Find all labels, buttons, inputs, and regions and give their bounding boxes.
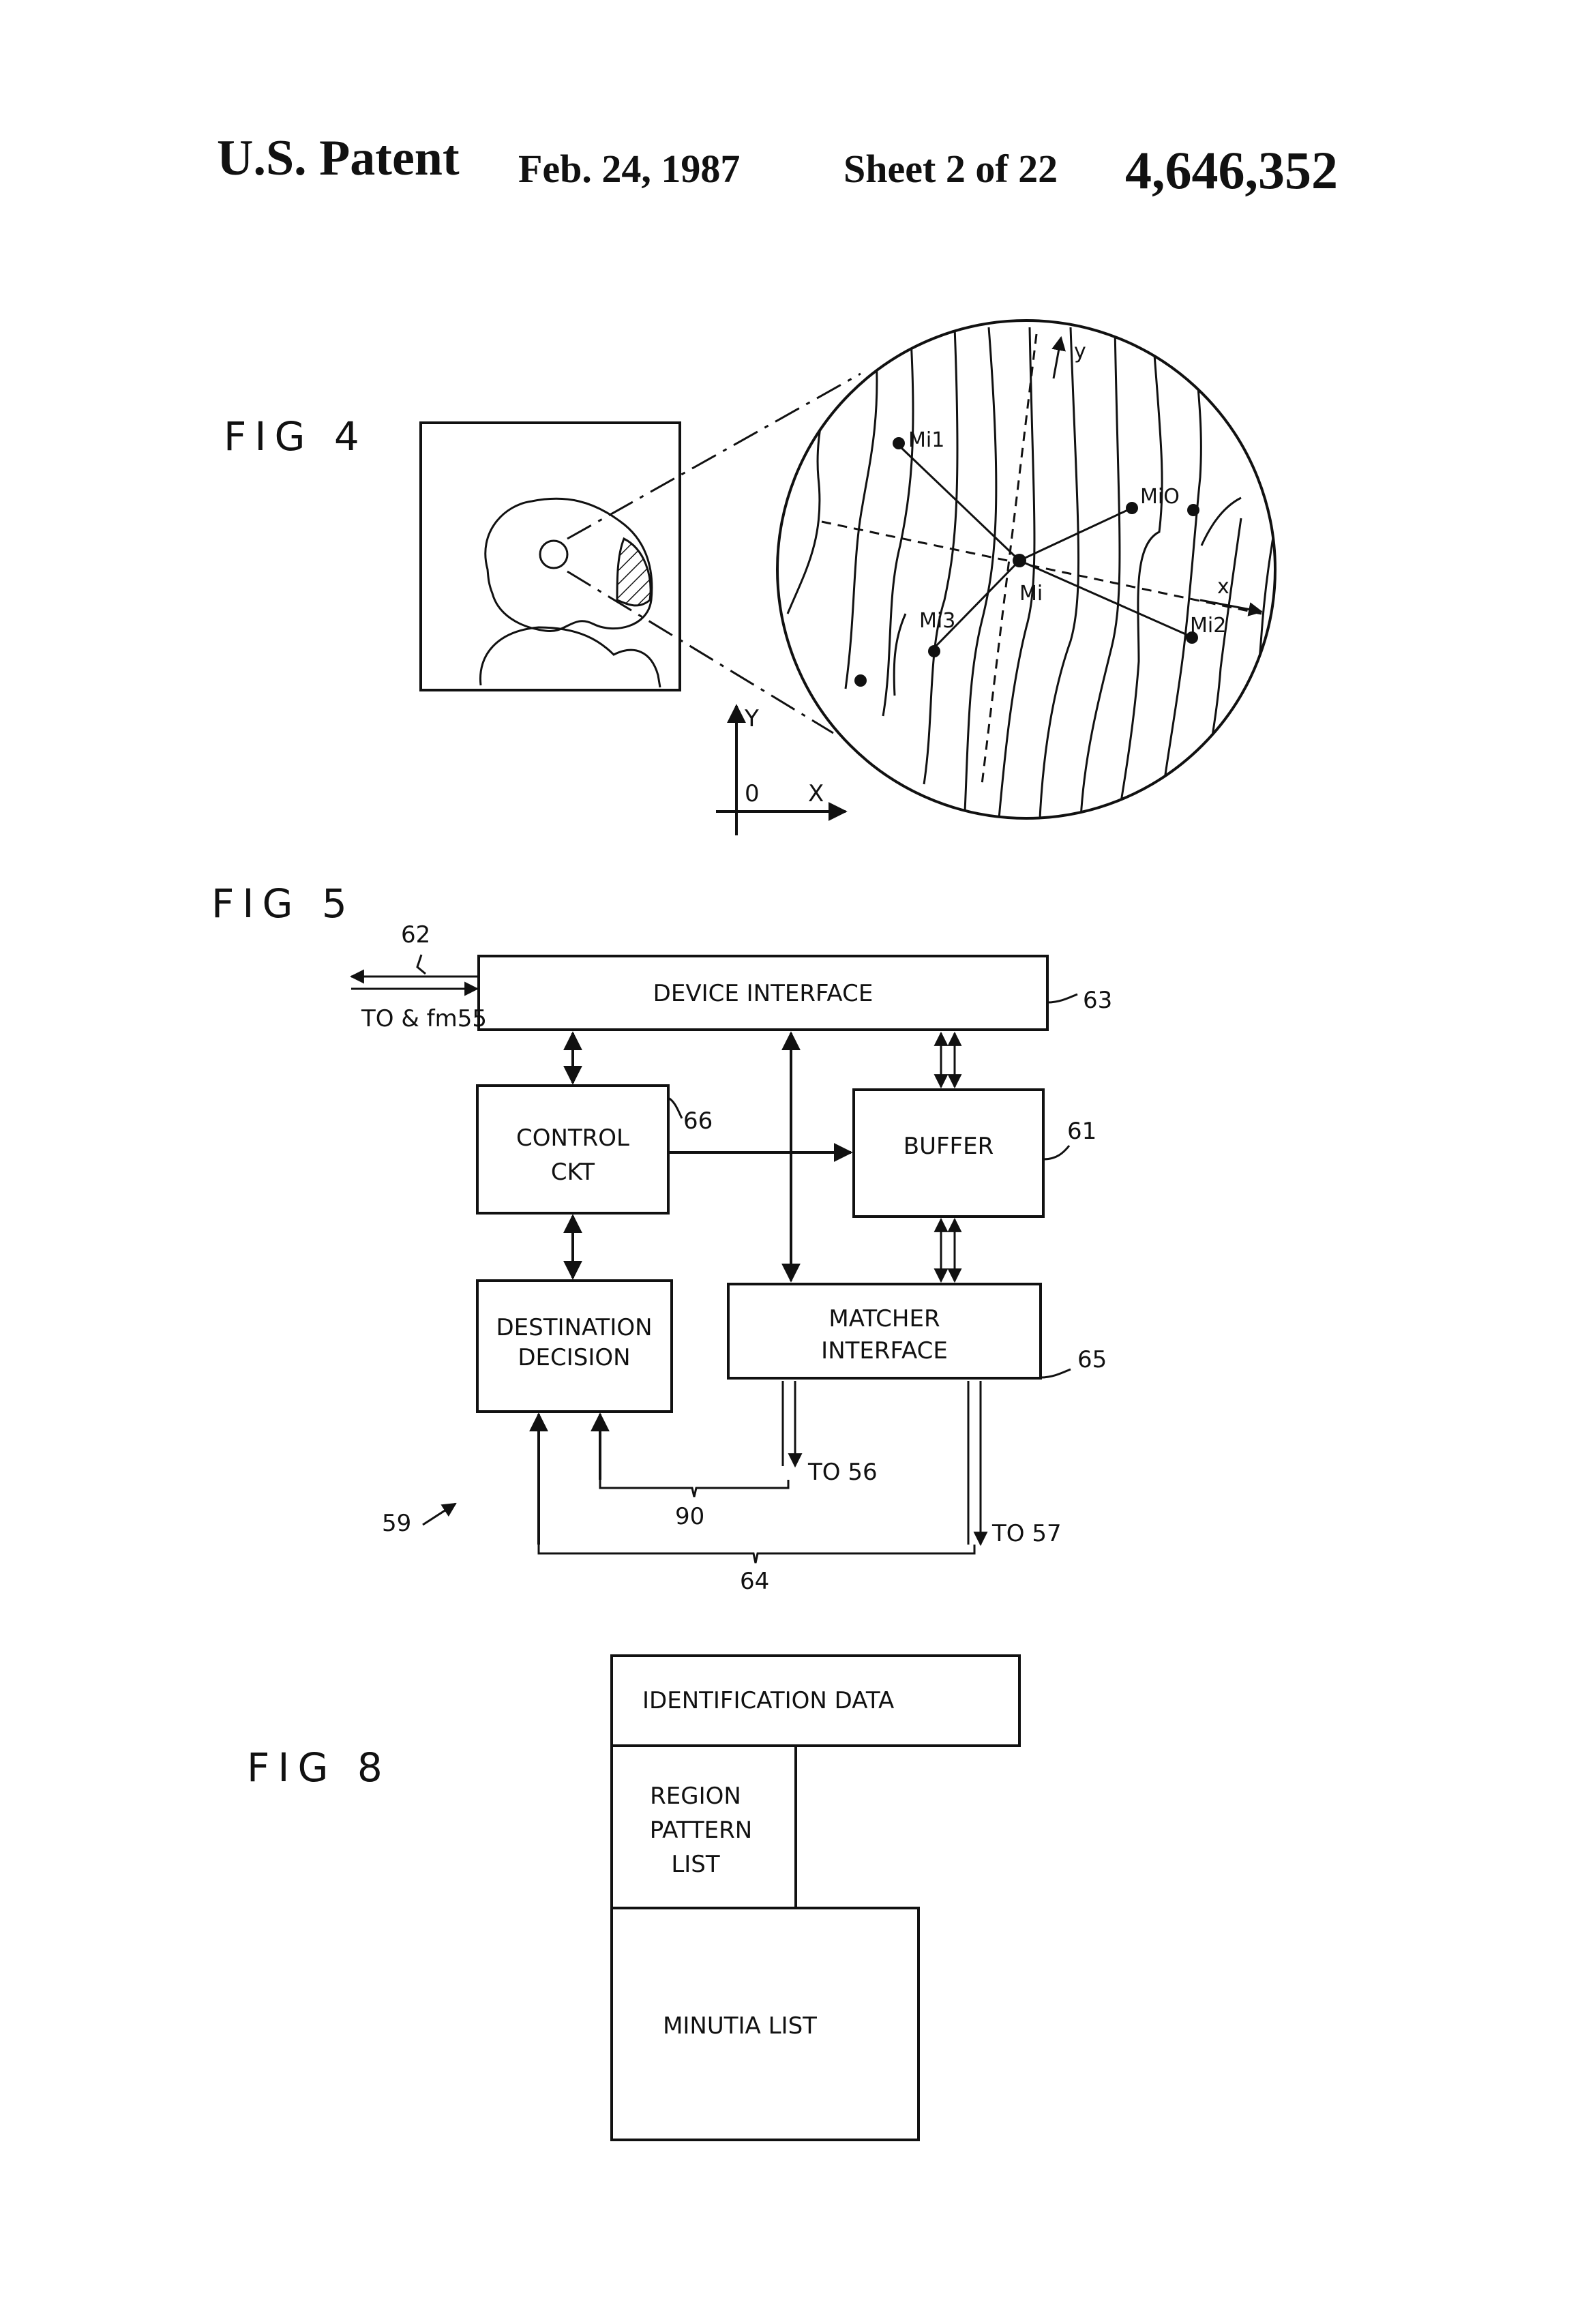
label-origin: 0 xyxy=(745,780,760,807)
ref-59: 59 xyxy=(382,1510,411,1537)
device-interface-block: DEVICE INTERFACE xyxy=(477,955,1049,1031)
svg-text:CONTROL: CONTROL xyxy=(516,1124,629,1152)
svg-text:DEVICE INTERFACE: DEVICE INTERFACE xyxy=(653,980,874,1007)
fig4-title: FIG 4 xyxy=(224,413,368,460)
destination-decision-block: DESTINATION DECISION xyxy=(476,1279,673,1413)
buffer-block: BUFFER xyxy=(852,1088,1045,1218)
svg-text:DESTINATION: DESTINATION xyxy=(496,1314,652,1341)
minutia-point-mi3 xyxy=(928,645,940,657)
ref-63: 63 xyxy=(1083,987,1112,1014)
coordinate-axes: Y 0 X xyxy=(716,704,848,835)
svg-text:REGION: REGION xyxy=(650,1783,741,1810)
label-axis-upper-x: X xyxy=(808,780,824,807)
patent-label: U.S. Patent xyxy=(217,130,460,186)
svg-text:INTERFACE: INTERFACE xyxy=(821,1337,948,1365)
minutia-point-mi0 xyxy=(1126,502,1138,514)
label-axis-x-lower: x xyxy=(1217,575,1229,599)
identification-data-block: IDENTIFICATION DATA xyxy=(610,1654,1021,1747)
svg-text:PATTERN: PATTERN xyxy=(650,1817,752,1844)
svg-text:MATCHER: MATCHER xyxy=(829,1305,940,1332)
fig8-title: FIG 8 xyxy=(247,1744,391,1791)
label-mi: Mi xyxy=(1019,582,1043,606)
minutia-point-mi xyxy=(1013,554,1026,567)
svg-text:BUFFER: BUFFER xyxy=(904,1133,994,1160)
ridge-ending-right xyxy=(1187,504,1199,516)
ref-64: 64 xyxy=(740,1568,769,1595)
axis-x-lower-arrow xyxy=(1199,599,1264,616)
svg-text:IDENTIFICATION DATA: IDENTIFICATION DATA xyxy=(642,1687,894,1714)
label-to56: TO 56 xyxy=(807,1459,878,1486)
minutia-point-mi2 xyxy=(1186,631,1198,644)
ref-66: 66 xyxy=(683,1107,713,1135)
sheet-number: Sheet 2 of 22 xyxy=(844,147,1058,191)
label-to57: TO 57 xyxy=(991,1520,1062,1547)
label-to-fm55: TO & fm55 xyxy=(361,1005,487,1032)
fig5-reference-labels: 62 TO & fm55 63 66 61 65 TO 56 TO 57 59 … xyxy=(361,921,1112,1595)
svg-text:MINUTIA LIST: MINUTIA LIST xyxy=(663,2012,817,2040)
minutiae-labels: Mi1 MiO Mi Mi3 Mi2 y x xyxy=(908,340,1229,638)
ref-65: 65 xyxy=(1077,1346,1107,1373)
label-axis-upper-y: Y xyxy=(744,705,759,732)
label-mi0: MiO xyxy=(1140,485,1180,509)
ref-90: 90 xyxy=(675,1503,704,1530)
fig5-title: FIG 5 xyxy=(211,880,355,927)
minutiae-network xyxy=(899,445,1194,649)
label-axis-y-lower: y xyxy=(1074,340,1086,363)
label-mi2: Mi2 xyxy=(1190,614,1226,638)
minutia-list-block: MINUTIA LIST xyxy=(610,1907,920,2141)
label-mi3: Mi3 xyxy=(919,609,955,633)
ref-62: 62 xyxy=(401,921,430,949)
axis-y-lower-arrow xyxy=(1051,336,1066,379)
fig5-connections xyxy=(349,954,1078,1564)
matcher-interface-block: MATCHER INTERFACE xyxy=(727,1283,1042,1380)
svg-text:CKT: CKT xyxy=(551,1159,595,1186)
ridge-ending-left xyxy=(854,674,867,687)
label-mi1: Mi1 xyxy=(908,428,944,452)
region-pattern-list-block: REGION PATTERN LIST xyxy=(610,1744,797,1909)
patent-number: 4,646,352 xyxy=(1125,140,1338,200)
fingerprint-frame xyxy=(419,421,681,691)
magnified-ridges xyxy=(776,319,1277,820)
control-ckt-block: CONTROL CKT xyxy=(476,1084,670,1215)
zoom-lines xyxy=(567,372,861,734)
svg-text:DECISION: DECISION xyxy=(518,1344,630,1371)
patent-date: Feb. 24, 1987 xyxy=(518,147,741,191)
minutia-point-mi1 xyxy=(893,437,905,449)
ref-61: 61 xyxy=(1067,1118,1096,1145)
svg-text:LIST: LIST xyxy=(671,1851,720,1878)
